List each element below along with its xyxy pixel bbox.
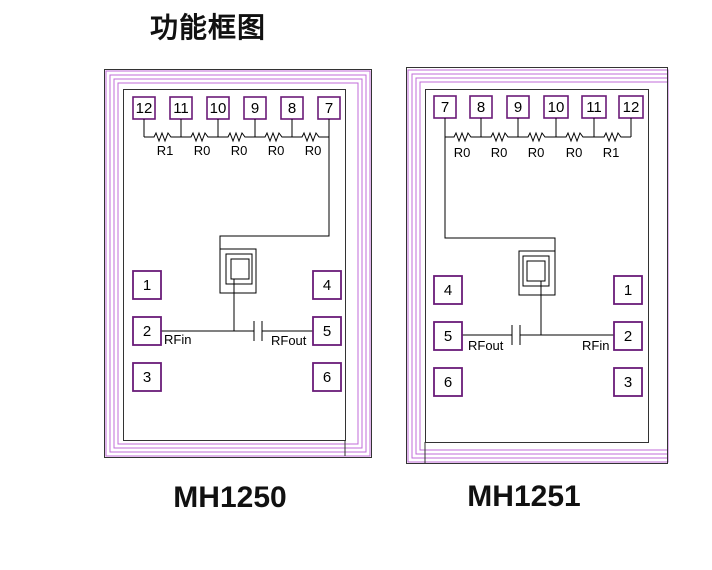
pin-label: 1 <box>143 277 151 294</box>
pin-label: 7 <box>325 100 333 117</box>
pin-label: 6 <box>444 374 452 391</box>
resistor-label: R0 <box>566 145 583 160</box>
chip-mh1251-rf-path <box>461 325 614 345</box>
chip-mh1251-frame <box>407 69 669 463</box>
chip2-top-pin-4: 10 <box>543 95 569 119</box>
chip1-top-pin-2: 11 <box>169 96 193 120</box>
pin-label: 9 <box>514 99 522 116</box>
pin-label: 2 <box>143 323 151 340</box>
pin-label: 4 <box>444 282 452 299</box>
pin-label: 5 <box>444 328 452 345</box>
chip2-left-pin-3: 6 <box>433 367 463 397</box>
chip1-left-pin-3: 3 <box>132 362 162 392</box>
resistor-symbol <box>292 131 329 143</box>
resistor-symbol <box>181 131 218 143</box>
chip-mh1250-die <box>219 248 257 294</box>
pin-label: 3 <box>143 369 151 386</box>
chip-mh1250: 12 11 10 9 8 7 <box>104 69 372 514</box>
pin-label: 7 <box>441 99 449 116</box>
resistor-symbol <box>518 131 556 143</box>
chip2-left-pin-1: 4 <box>433 275 463 305</box>
resistor-label: R0 <box>305 143 322 158</box>
control-line <box>219 137 330 293</box>
chip-mh1251: 7 8 9 10 11 12 <box>406 67 669 513</box>
chip-mh1250-resistor-ladder <box>143 119 330 143</box>
resistor-label: R0 <box>268 143 285 158</box>
chip-mh1251-right-pins: 1 2 3 <box>613 275 643 397</box>
chip1-left-pin-1: 1 <box>132 270 162 300</box>
chip-mh1251-top-pins: 7 8 9 10 11 12 <box>433 95 644 119</box>
chip2-right-pin-3: 3 <box>613 367 643 397</box>
chip-mh1251-resistor-ladder <box>444 118 632 143</box>
rf-in-label: RFin <box>164 332 191 347</box>
chip2-top-pin-2: 8 <box>469 95 493 119</box>
resistor-label: R0 <box>194 143 211 158</box>
rf-out-label: RFout <box>271 333 307 348</box>
resistor-label: R1 <box>157 143 174 158</box>
pin-label: 2 <box>624 328 632 345</box>
control-line <box>444 137 556 295</box>
pin-label: 6 <box>323 369 331 386</box>
resistor-symbol <box>594 131 631 143</box>
chip1-right-pin-1: 4 <box>312 270 342 300</box>
chip2-top-pin-6: 12 <box>618 95 644 119</box>
resistor-label: R1 <box>603 145 620 160</box>
pin-label: 12 <box>136 100 153 117</box>
pin-label: 5 <box>323 323 331 340</box>
chip2-top-pin-1: 7 <box>433 95 457 119</box>
chip1-top-pin-1: 12 <box>132 96 156 120</box>
pin-label: 9 <box>251 100 259 117</box>
chip2-left-pin-2: 5 <box>433 321 463 351</box>
chip-mh1251-die <box>518 250 556 296</box>
chip-mh1250-rf-path <box>158 321 313 341</box>
chip2-top-pin-3: 9 <box>506 95 530 119</box>
chip1-top-pin-6: 7 <box>317 96 341 120</box>
resistor-symbol <box>445 131 481 143</box>
pin-label: 8 <box>288 100 296 117</box>
resistor-symbol <box>144 131 181 143</box>
chip-mh1250-frame <box>105 70 371 457</box>
resistor-label: R0 <box>454 145 471 160</box>
resistor-label: R0 <box>491 145 508 160</box>
chip-mh1251-resistor-labels: R0 R0 R0 R0 R1 <box>454 145 620 160</box>
pin-label: 1 <box>624 282 632 299</box>
chip2-right-pin-2: 2 <box>613 321 643 351</box>
rf-out-label: RFout <box>468 338 504 353</box>
pin-label: 3 <box>624 374 632 391</box>
chip1-top-pin-4: 9 <box>243 96 267 120</box>
chip1-right-pin-3: 6 <box>312 362 342 392</box>
resistor-label: R0 <box>231 143 248 158</box>
chip-name: MH1250 <box>173 481 286 514</box>
pin-label: 11 <box>173 100 189 117</box>
resistor-symbol <box>218 131 255 143</box>
chip-name: MH1251 <box>467 480 580 513</box>
chip-mh1250-right-pins: 4 5 6 <box>312 270 342 392</box>
chip-mh1250-resistor-labels: R1 R0 R0 R0 R0 <box>157 143 322 158</box>
pin-label: 10 <box>548 99 565 116</box>
pin-label: 10 <box>210 100 227 117</box>
chip2-right-pin-1: 1 <box>613 275 643 305</box>
rf-in-label: RFin <box>582 338 609 353</box>
pin-label: 8 <box>477 99 485 116</box>
chip1-top-pin-3: 10 <box>206 96 230 120</box>
page-title: 功能框图 <box>150 11 267 44</box>
resistor-symbol <box>481 131 518 143</box>
chip1-top-pin-5: 8 <box>280 96 304 120</box>
chip1-left-pin-2: 2 <box>132 316 162 346</box>
chip-mh1251-left-pins: 4 5 6 <box>433 275 463 397</box>
chip-mh1250-left-pins: 1 2 3 <box>132 270 162 392</box>
resistor-symbol <box>255 131 292 143</box>
pin-label: 11 <box>586 99 602 116</box>
chip2-top-pin-5: 11 <box>581 95 607 119</box>
pin-label: 12 <box>623 99 640 116</box>
pin-label: 4 <box>323 277 331 294</box>
resistor-label: R0 <box>528 145 545 160</box>
chip1-right-pin-2: 5 <box>312 316 342 346</box>
resistor-symbol <box>556 131 594 143</box>
chip-mh1250-top-pins: 12 11 10 9 8 7 <box>132 96 341 120</box>
